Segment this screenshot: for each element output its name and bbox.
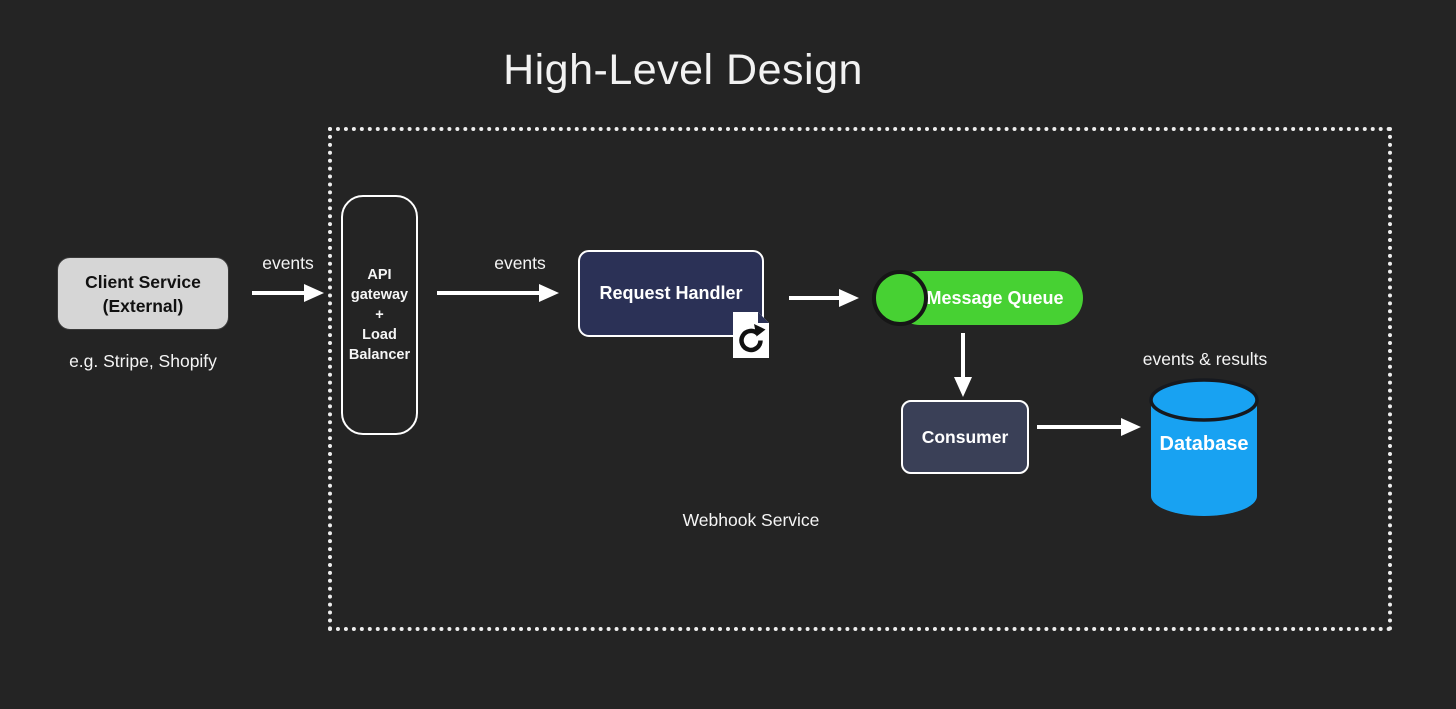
message-queue-node: Message Queue — [872, 270, 1083, 326]
arrow-consumer-to-database — [1037, 418, 1141, 436]
document-refresh-icon — [733, 312, 769, 358]
api-gateway-label-line3: + — [375, 307, 384, 323]
consumer-label: Consumer — [921, 426, 1009, 447]
arrow-handler-to-queue — [789, 289, 859, 307]
database-cylinder — [1149, 378, 1259, 516]
edge-label-events-gateway-to-handler: events — [494, 253, 546, 273]
page-title: High-Level Design — [503, 46, 863, 94]
request-handler-label: Request Handler — [599, 283, 743, 303]
api-gateway-label-line5: Balancer — [348, 347, 411, 363]
webhook-service-boundary — [328, 127, 1392, 631]
api-gateway-label-line4: Load — [362, 327, 397, 343]
client-service-caption: e.g. Stripe, Shopify — [69, 351, 217, 371]
api-gateway-label-line2: gateway — [350, 287, 409, 303]
message-queue-end-cap — [872, 270, 928, 326]
client-service-label-line1: Client Service — [85, 271, 201, 292]
api-gateway-load-balancer-node: API gateway + Load Balancer — [341, 195, 418, 435]
arrow-gateway-to-handler — [437, 284, 559, 302]
database-label: Database — [1159, 433, 1249, 455]
database-caption: events & results — [1142, 349, 1268, 369]
message-queue-label: Message Queue — [926, 287, 1064, 308]
client-service-label-line2: (External) — [102, 295, 184, 316]
api-gateway-label-line1: API — [367, 267, 392, 283]
webhook-service-label: Webhook Service — [682, 510, 820, 530]
consumer-node: Consumer — [901, 400, 1029, 474]
arrow-queue-to-consumer — [954, 333, 972, 397]
edge-label-events-client-to-gateway: events — [262, 253, 314, 273]
arrow-client-to-gateway — [252, 284, 324, 302]
client-service-node: Client Service (External) — [57, 257, 229, 330]
